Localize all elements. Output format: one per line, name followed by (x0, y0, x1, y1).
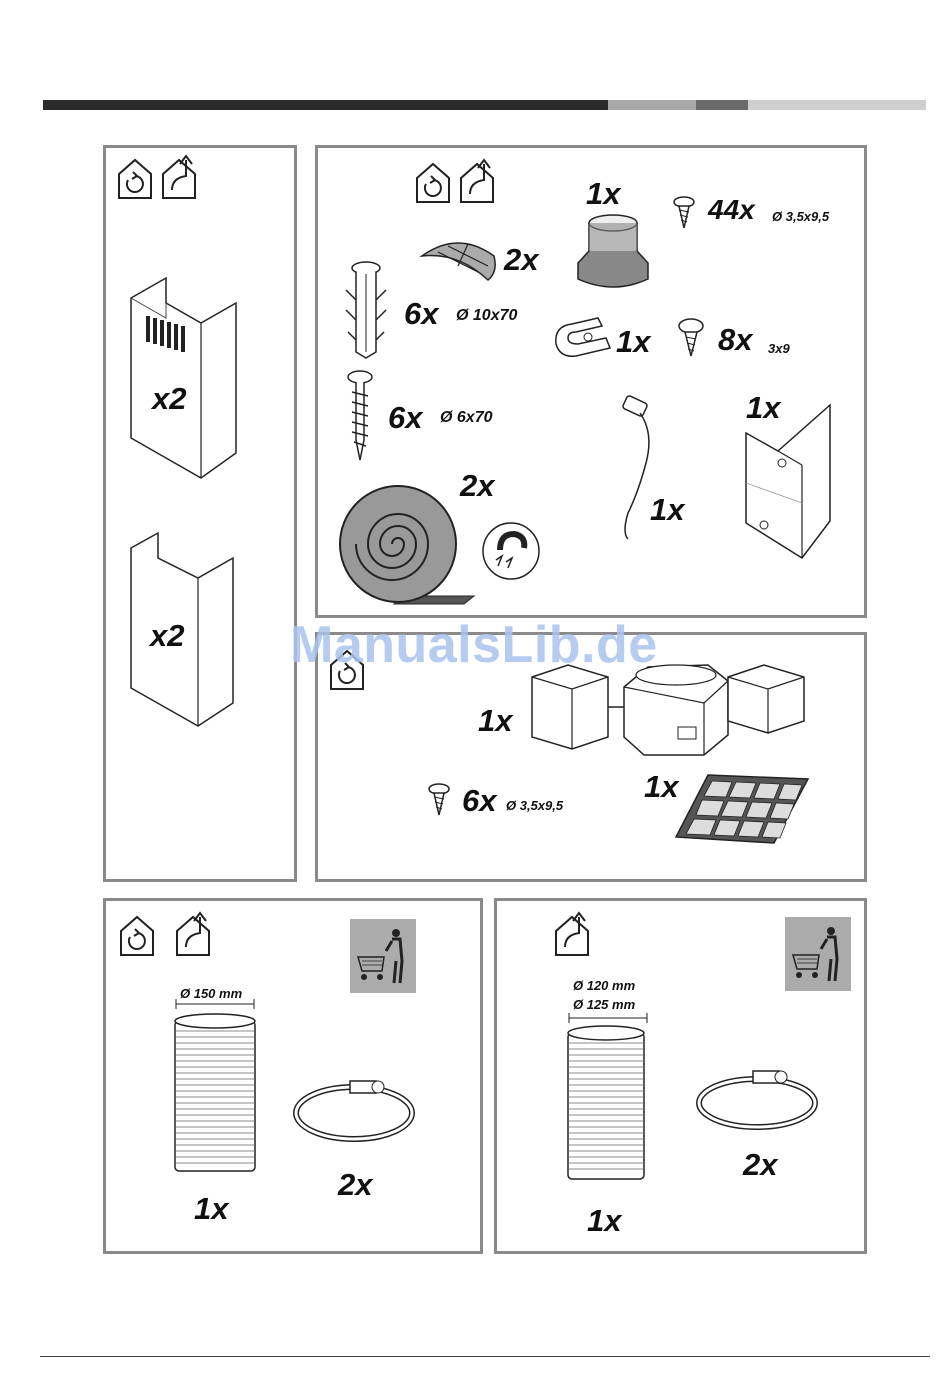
extraction-mode-icon (553, 909, 595, 957)
wood-screw-illustration (346, 370, 374, 462)
header-bar-dark (43, 100, 608, 110)
duct-diameter-1: Ø 120 mm (573, 979, 635, 992)
panel-mounting-kit: 1x 44x Ø 3,5x9,5 2x 6x Ø 10x70 1x 8 (315, 145, 867, 618)
screw-icon (428, 783, 450, 817)
extraction-mode-icon (174, 909, 216, 957)
header-bar (43, 100, 926, 110)
upper-chimney-cover-illustration (126, 278, 246, 478)
header-bar-light (608, 100, 696, 110)
cable-clip-illustration (552, 318, 614, 362)
shopping-cart-icon (791, 925, 845, 983)
wood-screw-qty: 6x (388, 402, 422, 433)
upper-chimney-qty: x2 (152, 383, 186, 414)
adapter-qty: 1x (586, 178, 620, 209)
diameter-dimension-arrow (567, 1013, 649, 1023)
flexible-duct-illustration (172, 1013, 258, 1179)
panel-chimney-covers: x2 x2 (103, 145, 297, 882)
filter-screw-size: Ø 3,5x9,5 (506, 799, 563, 812)
filter-unit-qty: 1x (478, 705, 512, 736)
optional-purchase-badge (350, 919, 416, 993)
screw-icon (673, 196, 695, 230)
watermark: ManualsLib.de (290, 615, 658, 675)
duct-diameter: Ø 150 mm (180, 987, 242, 1000)
clip-qty: 1x (616, 326, 650, 357)
panel-duct-120-125: Ø 120 mm Ø 125 mm 1x 2x (494, 898, 867, 1254)
filter-screw-qty: 6x (462, 785, 496, 816)
hose-clamp-illustration (290, 1073, 430, 1147)
recirculation-mode-icon (116, 156, 154, 200)
wood-screw-size: Ø 6x70 (440, 410, 492, 426)
sealing-tape-roll-illustration (334, 478, 484, 608)
footer-rule (40, 1356, 930, 1357)
header-bar-mid (696, 100, 748, 110)
lower-chimney-qty: x2 (150, 620, 184, 651)
grid-qty: 2x (504, 244, 538, 275)
optional-purchase-badge (785, 917, 851, 991)
recirculation-mode-icon (414, 160, 452, 204)
shopping-cart-icon (356, 927, 410, 985)
cable-qty: 1x (650, 494, 684, 525)
chimney-bracket-illustration (738, 403, 838, 563)
small-screw-size: 3x9 (768, 342, 790, 355)
wall-plug-qty: 6x (404, 298, 438, 329)
clamp-qty: 2x (743, 1149, 777, 1180)
half-round-grid-illustration (418, 236, 500, 282)
duct-diameter-2: Ø 125 mm (573, 998, 635, 1011)
extraction-mode-icon (458, 156, 500, 204)
header-bar-pale (748, 100, 926, 110)
small-screw-qty: 8x (718, 324, 752, 355)
panel-duct-150: Ø 150 mm 1x 2x (103, 898, 483, 1254)
hose-clamp-illustration (693, 1063, 833, 1137)
flexible-duct-illustration (565, 1025, 647, 1185)
recirculation-mode-icon (118, 913, 156, 957)
charcoal-filter-illustration (674, 773, 810, 845)
small-screw-icon (678, 318, 704, 358)
extraction-mode-icon (160, 152, 202, 200)
duct-qty: 1x (194, 1193, 228, 1224)
clamp-qty: 2x (338, 1169, 372, 1200)
duct-qty: 1x (587, 1205, 621, 1236)
magnet-icon (480, 520, 542, 582)
screw-qty: 44x (708, 196, 755, 224)
wall-plug-illustration (344, 260, 388, 362)
wall-plug-size: Ø 10x70 (456, 308, 517, 324)
duct-adapter-illustration (573, 213, 653, 293)
screw-size: Ø 3,5x9,5 (772, 210, 829, 223)
